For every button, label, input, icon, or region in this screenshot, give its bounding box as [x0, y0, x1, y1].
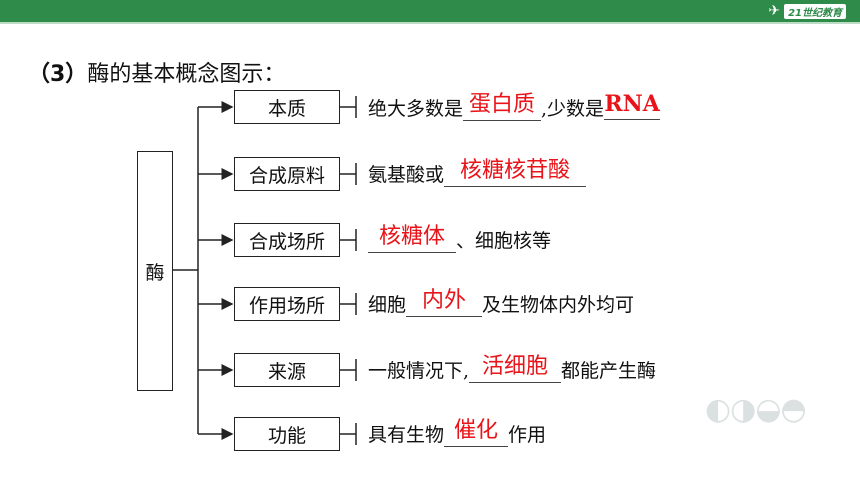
root-label: 酶 [145, 261, 165, 284]
branch-node-function: 功能 [234, 417, 340, 451]
answer-text: 催化 [454, 418, 499, 443]
answer-text: RNA [604, 91, 660, 117]
page-title: （3）酶的基本概念图示： [28, 56, 285, 88]
desc-text: 一般情况下, [368, 360, 470, 382]
branch-node-essence: 本质 [234, 90, 340, 124]
runner-icon: ✈ [768, 3, 781, 19]
desc-source: 一般情况下, 活细胞都能产生酶 [368, 356, 657, 383]
watermark-logo: ◐◑◒◓ [705, 392, 825, 446]
blank: 活细胞 [469, 356, 562, 383]
desc-text: 氨基酸或 [368, 164, 445, 186]
branch-node-source: 来源 [234, 353, 340, 387]
branch-node-synthesis-site: 合成场所 [234, 223, 340, 257]
desc-synthesis-site: 核糖体、细胞核等 [368, 226, 552, 253]
answer-text: 核糖体 [378, 224, 445, 249]
branch-label: 作用场所 [248, 294, 325, 317]
header-divider [0, 22, 860, 24]
desc-text: 细胞 [368, 294, 407, 316]
blank: 催化 [444, 420, 509, 447]
branch-label: 功能 [267, 424, 306, 447]
desc-text: 具有生物 [368, 424, 445, 446]
watermark-mark: ◐◑◒◓ [705, 392, 807, 427]
blank: 核糖体 [368, 226, 456, 253]
logo: ✈ 21世纪教育 [768, 2, 846, 20]
answer-text: 蛋白质 [469, 92, 536, 117]
section-title: 酶的基本概念图示： [87, 62, 286, 87]
desc-text: 都能产生酶 [561, 360, 657, 382]
blank: RNA [604, 93, 661, 120]
blank: 核糖核苷酸 [444, 160, 587, 187]
branch-label: 本质 [267, 97, 306, 120]
blank: 蛋白质 [463, 94, 542, 121]
branch-label: 合成场所 [248, 230, 325, 253]
answer-text: 活细胞 [482, 354, 549, 379]
desc-essence: 绝大多数是蛋白质,少数是RNA [368, 93, 661, 121]
branch-label: 合成原料 [248, 164, 325, 187]
desc-text: 绝大多数是 [368, 98, 464, 120]
desc-text: ,少数是 [541, 98, 605, 120]
desc-text: 、细胞核等 [456, 230, 552, 252]
desc-text: 及生物体内外均可 [482, 294, 635, 316]
answer-text: 内外 [422, 288, 467, 313]
blank: 内外 [406, 290, 483, 317]
section-number: （3） [28, 62, 88, 87]
logo-text: 21世纪教育 [784, 3, 846, 19]
desc-function: 具有生物催化作用 [368, 420, 547, 447]
desc-raw-material: 氨基酸或核糖核苷酸 [368, 160, 587, 187]
branch-node-raw-material: 合成原料 [234, 157, 340, 191]
branch-node-action-site: 作用场所 [234, 287, 340, 321]
answer-text: 核糖核苷酸 [460, 158, 571, 183]
desc-action-site: 细胞内外及生物体内外均可 [368, 290, 635, 317]
root-node: 酶 [137, 151, 173, 391]
branch-label: 来源 [267, 360, 306, 383]
desc-text: 作用 [508, 424, 547, 446]
header-bar [0, 0, 860, 22]
